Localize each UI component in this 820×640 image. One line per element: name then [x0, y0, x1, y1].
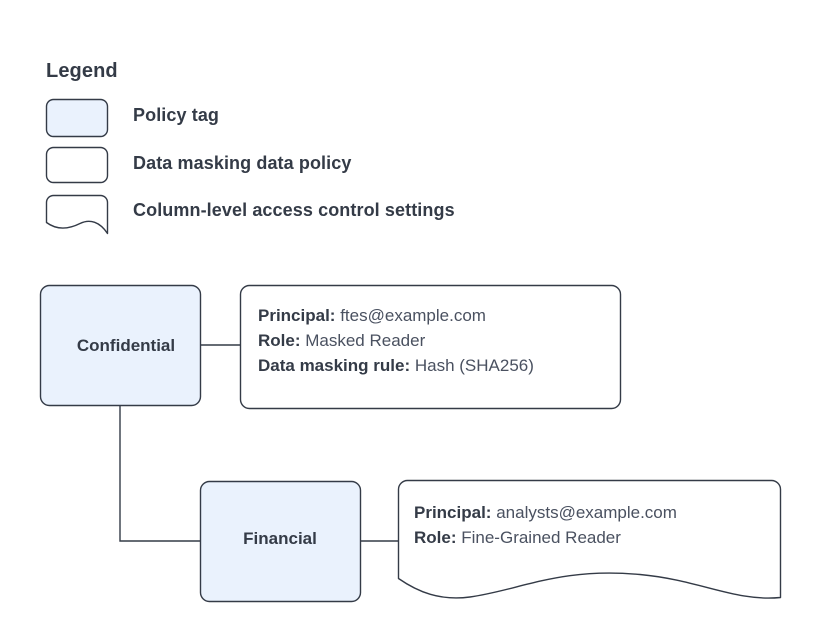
callout-row-key: Role:: [258, 331, 301, 350]
node-label-confidential: Confidential: [76, 336, 176, 355]
callout-row-value: ftes@example.com: [340, 306, 486, 325]
callout-row: Role: Fine-Grained Reader: [414, 525, 677, 550]
callout-row: Principal: analysts@example.com: [414, 500, 677, 525]
legend-item-label-data-masking: Data masking data policy: [133, 153, 352, 173]
callout-row-value: Masked Reader: [305, 331, 426, 350]
policy-tag-swatch-icon: [45, 98, 109, 138]
legend-title: Legend: [46, 60, 118, 82]
data-masking-swatch-icon: [45, 146, 109, 184]
callout-row-key: Data masking rule:: [258, 356, 411, 375]
callout-row-value: Hash (SHA256): [414, 356, 534, 375]
node-financial[interactable]: [199, 480, 362, 603]
callout-row: Data masking rule: Hash (SHA256): [258, 353, 534, 378]
callout-access-control-text: Principal: analysts@example.com Role: Fi…: [414, 500, 677, 550]
callout-access-control[interactable]: [397, 479, 782, 599]
callout-row-value: Fine-Grained Reader: [461, 528, 621, 547]
callout-row-key: Role:: [414, 528, 457, 547]
callout-row-value: analysts@example.com: [496, 503, 677, 522]
node-confidential[interactable]: [39, 284, 202, 407]
callout-masking-policy[interactable]: [239, 284, 622, 410]
access-control-swatch-icon: [45, 194, 109, 235]
callout-row-key: Principal:: [258, 306, 336, 325]
legend-item-label-policy-tag: Policy tag: [133, 105, 220, 125]
callout-masking-policy-text: Principal: ftes@example.com Role: Masked…: [258, 303, 534, 378]
callout-row: Principal: ftes@example.com: [258, 303, 534, 328]
node-label-financial: Financial: [243, 529, 317, 548]
callout-row-key: Principal:: [414, 503, 492, 522]
edge-confidential-to-financial: [119, 405, 200, 542]
legend-item-label-access-control: Column-level access control settings: [133, 200, 455, 220]
callout-row: Role: Masked Reader: [258, 328, 534, 353]
